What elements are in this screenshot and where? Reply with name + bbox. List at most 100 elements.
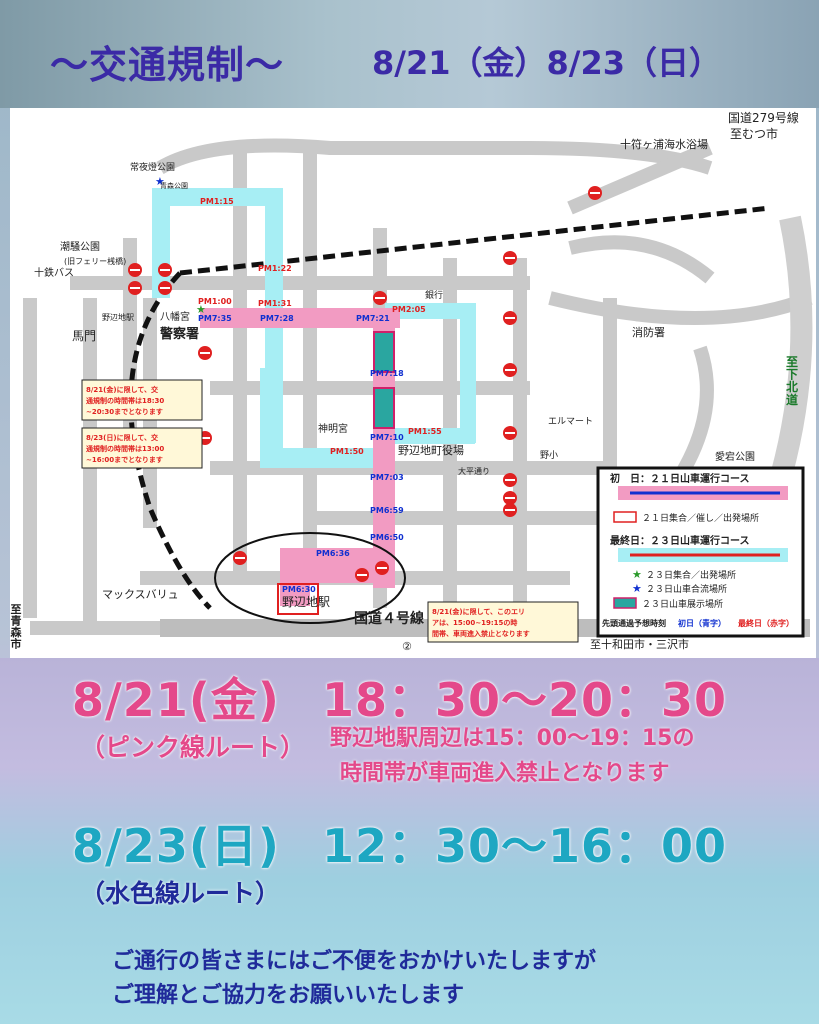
closing-line1: ご通行の皆さまにはご不便をおかけいたしますが <box>112 949 597 974</box>
map-label-totetsu_bus: 十鉄バス <box>34 266 74 279</box>
legend: ★ ★ <box>596 466 805 638</box>
day2-route-label: （水色線ルート） <box>80 879 281 908</box>
map-label-fire_dept: 消防署 <box>632 325 665 339</box>
station-assembly-box <box>277 583 319 615</box>
note-day1-line1: 通規制の時間帯は18:30 <box>86 396 164 405</box>
traffic-map: ★ ★ ★ ★ 国道279号線至むつ市十符ヶ浦海水浴場常夜燈公園潮騒公園 (旧フェ… <box>10 108 816 658</box>
map-label-to_shimokita-0: 至 <box>786 355 798 369</box>
display-area-1 <box>373 331 395 373</box>
schedule-panel <box>0 658 819 1024</box>
note-day2-line0: 8/23(日)に限して、交 <box>86 433 159 442</box>
note-day1-line0: 8/21(金)に限して、交 <box>86 385 159 394</box>
map-label-to_towada: 至十和田市・三沢市 <box>590 637 689 651</box>
map-label-ferry: (旧フェリー桟橋) <box>64 256 126 266</box>
closing-line2: ご理解とご協力をお願いいたします <box>112 983 465 1008</box>
time-red-5: PM1:55 <box>408 427 442 436</box>
svg-text:★: ★ <box>632 568 642 581</box>
map-label-noheji_sho: 野小 <box>540 450 558 461</box>
map-label-route279: 国道279号線 <box>728 110 799 125</box>
time-blue-5: PM7:03 <box>370 473 404 482</box>
cyan-route <box>152 188 476 468</box>
map-label-elmart: エルマート <box>548 417 593 427</box>
time-blue-8: PM6:36 <box>316 549 350 558</box>
map-label-circle2: ② <box>402 640 412 653</box>
svg-text:★: ★ <box>155 175 165 188</box>
map-label-aiai_park: 愛宕公園 <box>715 450 755 463</box>
pink-route <box>200 308 400 606</box>
time-red-2: PM1:31 <box>258 299 292 308</box>
legend-assembly23: ２３日集合／出発場所 <box>646 569 736 581</box>
note-day2-box <box>81 427 203 469</box>
note-day2-line1: 通規制の時間帯は13:00 <box>86 444 164 453</box>
map-label-police: 警察署 <box>160 326 199 342</box>
map-label-to_shimokita-2: 北 <box>786 379 798 394</box>
note-station-line0: 8/21(金)に限して、このエリ <box>432 607 525 616</box>
legend-merge23: ２３日山車合流場所 <box>646 583 727 595</box>
map-label-to_aomori-0: 至 <box>11 603 22 616</box>
legend-day1-title: 初 日：２１日山車運行コース <box>610 472 750 485</box>
svg-text:★: ★ <box>196 303 206 316</box>
time-blue-2: PM7:21 <box>356 314 390 323</box>
time-blue-4: PM7:10 <box>370 433 404 442</box>
legend-final-day: 最終日（赤字） <box>738 618 794 628</box>
map-label-to_aomori-3: 市 <box>11 637 22 651</box>
time-red-3: PM1:00 <box>198 297 232 306</box>
day1-note-line2: 時間帯が車両進入禁止となります <box>340 761 670 786</box>
map-label-hanami: 青森公園 <box>160 181 188 190</box>
page-title: ～交通規制～ <box>50 43 285 87</box>
day2-date: 8/23(日) <box>72 819 280 873</box>
time-blue-7: PM6:50 <box>370 533 404 542</box>
map-label-shiosai: 潮騒公園 <box>60 240 100 253</box>
time-blue-9: PM6:30 <box>282 585 316 594</box>
map-label-bank: 銀行 <box>425 289 443 301</box>
station-area-circle <box>214 532 406 624</box>
legend-first-day: 初日（青字） <box>678 618 726 628</box>
time-red-0: PM1:15 <box>200 197 234 206</box>
map-label-to_aomori-2: 森 <box>11 625 23 639</box>
time-blue-3: PM7:18 <box>370 369 404 378</box>
time-red-1: PM1:22 <box>258 264 292 273</box>
map-label-to_shimokita-3: 道 <box>786 392 798 407</box>
note-day1-line2: ~20:30までとなります <box>86 407 163 416</box>
note-station-line1: アは、15:00~19:15の時 <box>432 618 517 627</box>
map-label-shinmeigu: 神明宮 <box>318 422 348 435</box>
day1-time: 18：30～20：30 <box>322 673 728 727</box>
header-banner: ～交通規制～ 8/21（金）8/23（日） <box>0 0 819 108</box>
event-dates: 8/21（金）8/23（日） <box>372 44 721 82</box>
legend-day1-assembly: ２１日集合／催し／出発場所 <box>642 512 759 524</box>
day1-note-line1: 野辺地駅周辺は15：00～19：15の <box>330 726 695 751</box>
map-label-hachimangu: 八幡宮 <box>160 310 190 323</box>
time-red-6: PM1:50 <box>330 447 364 456</box>
map-label-to_shimokita-1: 下 <box>786 368 798 382</box>
map-label-daihei: 大平通り <box>458 466 490 476</box>
map-label-beach: 十符ヶ浦海水浴場 <box>620 137 708 151</box>
day1-route-label: （ピンク線ルート） <box>80 733 306 762</box>
note-day2-line2: ~16:00までとなります <box>86 455 163 464</box>
time-blue-1: PM7:28 <box>260 314 294 323</box>
map-label-nohechi_station: 野辺地駅 <box>282 595 330 609</box>
map-label-town_office: 野辺地町役場 <box>398 443 464 457</box>
note-station-line2: 間帯、車両進入禁止となります <box>432 629 530 638</box>
time-blue-0: PM7:35 <box>198 314 232 323</box>
closing-message: ご通行の皆さまにはご不便をおかけいたしますが ご理解とご協力をお願いいたします <box>112 945 596 1013</box>
legend-display23: ２３日山車展示場所 <box>642 598 723 610</box>
svg-text:★: ★ <box>632 582 642 595</box>
legend-final-title: 最終日：２３日山車運行コース <box>610 534 750 547</box>
day1-date: 8/21(金) <box>72 673 280 727</box>
time-red-4: PM2:05 <box>392 305 426 314</box>
map-label-park_jouya: 常夜燈公園 <box>130 161 175 173</box>
map-label-umamon: 馬門 <box>72 329 96 343</box>
map-label-maxvalu: マックスバリュ <box>102 588 179 601</box>
map-label-to_mutsu: 至むつ市 <box>730 126 778 141</box>
railway-curve <box>128 271 212 610</box>
note-station-box <box>427 601 579 643</box>
map-label-to_aomori-1: 青 <box>11 614 22 628</box>
legend-eta: 先頭通過予想時刻 <box>602 618 666 628</box>
time-blue-6: PM6:59 <box>370 506 404 515</box>
map-label-nohechi_st_small: 野辺地駅 <box>102 312 134 322</box>
display-area-2 <box>373 387 395 429</box>
map-label-route4: 国道４号線 <box>354 610 424 627</box>
day2-time: 12：30～16：00 <box>322 819 728 873</box>
